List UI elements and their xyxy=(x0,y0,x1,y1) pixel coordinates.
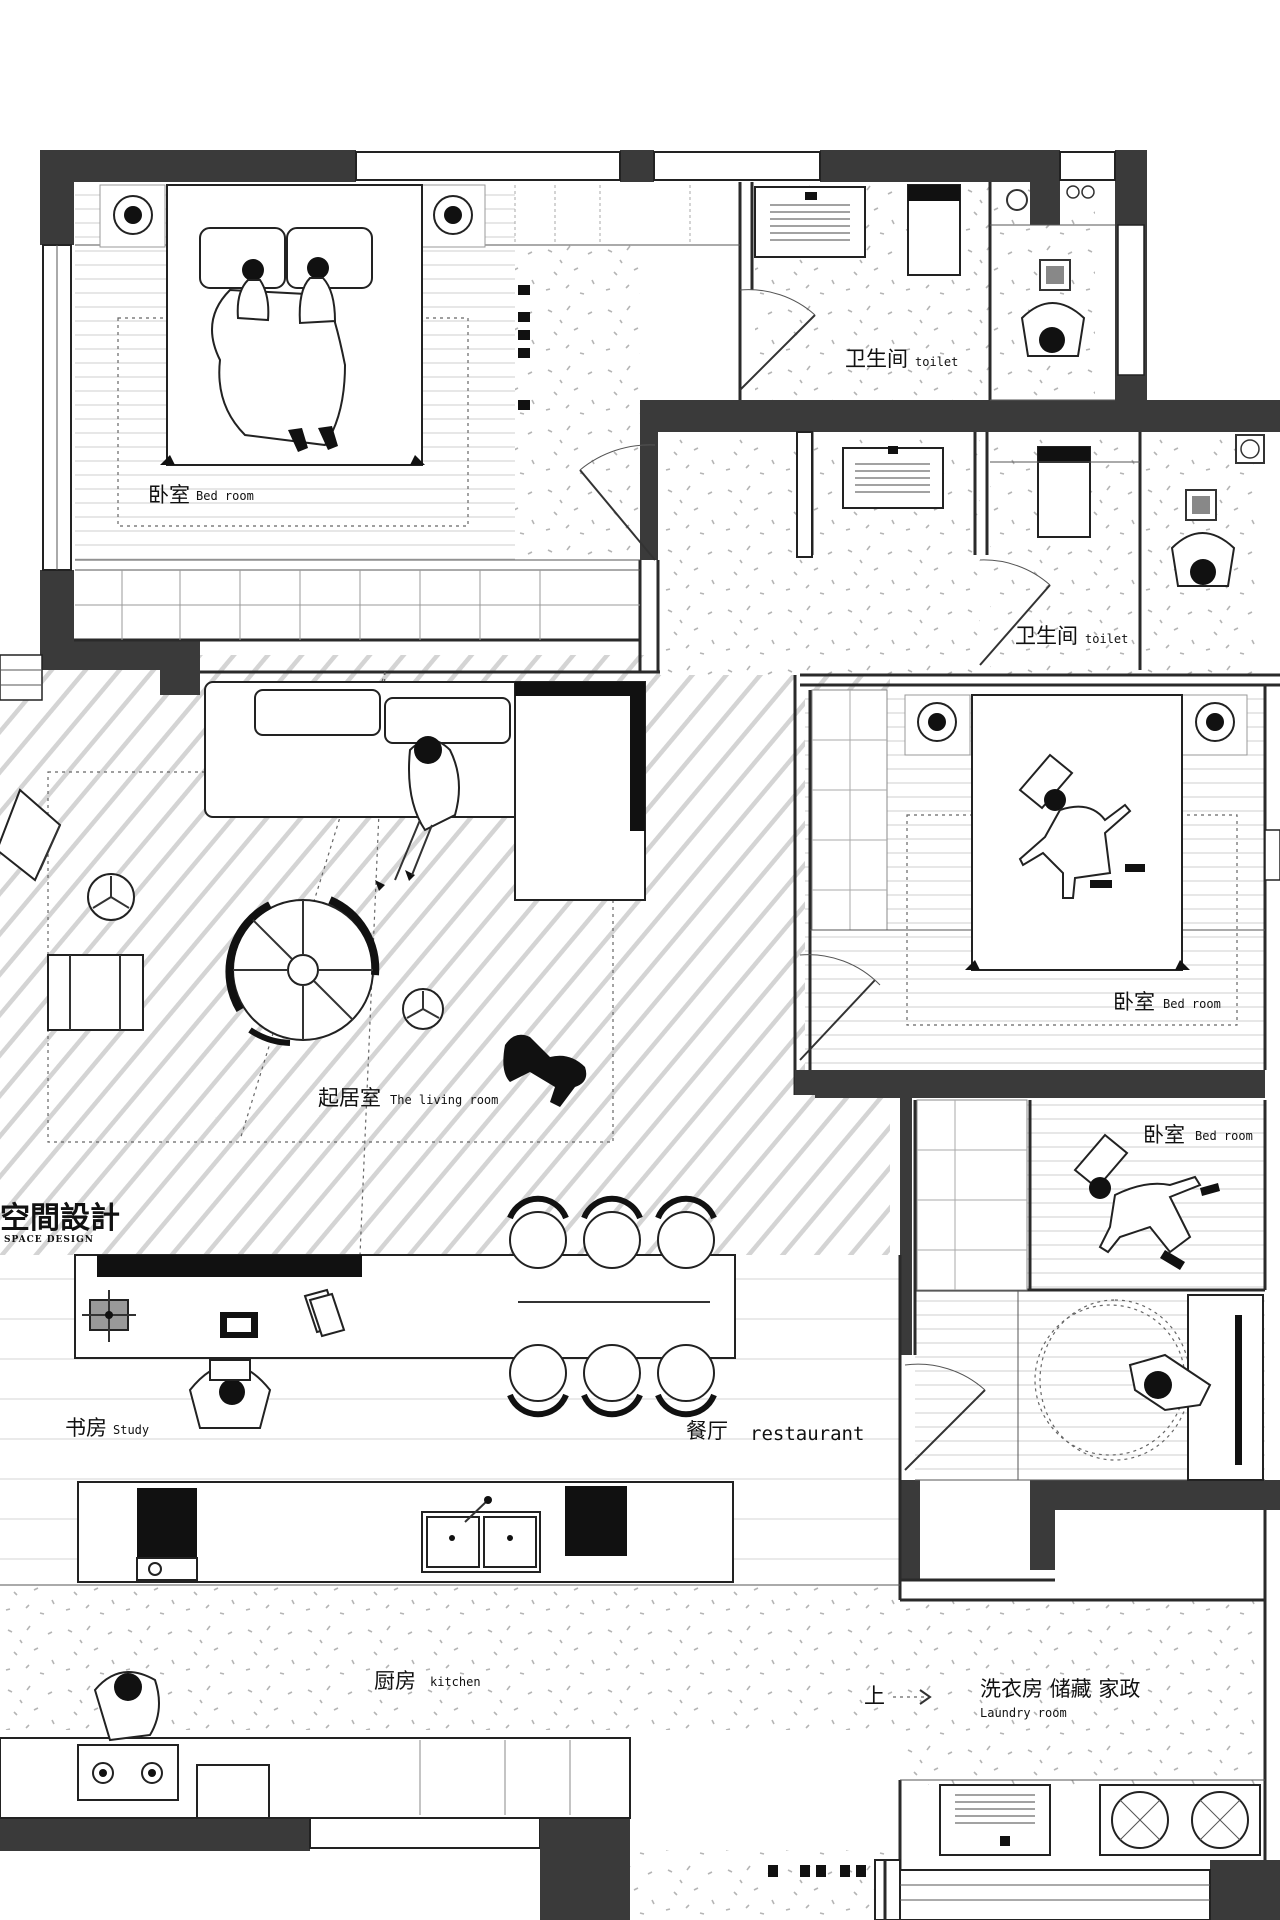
design-logo: 空間設計 SPACE DESIGN xyxy=(0,1201,120,1245)
study-chair xyxy=(188,1359,272,1429)
laundry-label-zh: 洗衣房 储藏 家政 xyxy=(980,1677,1140,1701)
bedroom-2: 卧室 Bed room xyxy=(810,689,1265,1026)
stairs-up-label: 上 xyxy=(864,1684,885,1708)
dining-label-zh: 餐厅 xyxy=(686,1419,728,1443)
study-label-zh: 书房 xyxy=(65,1416,107,1440)
toilet1-label-en: toilet xyxy=(915,355,958,369)
desk-lamp-icon xyxy=(82,1290,136,1342)
laundry-room: 洗衣房 储藏 家政 Laundry room 上 xyxy=(864,1677,1265,1856)
master-bedroom-label-zh: 卧室 xyxy=(148,483,190,507)
master-bedroom: 卧室 Bed room xyxy=(75,184,740,640)
toilet1-label-zh: 卫生间 xyxy=(845,347,908,371)
dog-silhouette xyxy=(503,1034,587,1107)
study-label-en: Study xyxy=(113,1423,149,1437)
toilet-2: 卫生间 toilet xyxy=(796,431,1265,648)
master-bedroom-label-en: Bed room xyxy=(196,489,254,503)
bedroom3-label-zh: 卧室 xyxy=(1143,1123,1185,1147)
toilet2-label-zh: 卫生间 xyxy=(1015,624,1078,648)
dining-chairs xyxy=(507,1195,717,1418)
dining-label-en: restaurant xyxy=(750,1423,864,1445)
logo-sub: SPACE DESIGN xyxy=(4,1235,94,1245)
kitchen-label-en: kitchen xyxy=(430,1675,481,1689)
walls xyxy=(0,150,1280,1920)
bedroom3-label-en: Bed room xyxy=(1195,1129,1253,1143)
cook-figure xyxy=(93,1671,160,1742)
kitchen: 厨房 kitchen xyxy=(0,1481,900,1819)
side-table-1 xyxy=(87,873,135,921)
laundry-label-en: Laundry room xyxy=(980,1706,1067,1720)
side-table-2 xyxy=(402,988,444,1030)
bedroom2-label-en: Bed room xyxy=(1163,997,1221,1011)
bedroom-3: 卧室 Bed room xyxy=(915,1099,1265,1481)
bedroom2-label-zh: 卧室 xyxy=(1113,990,1155,1014)
doors xyxy=(579,289,1051,1471)
living-room: 起居室 The living room xyxy=(0,671,646,1256)
armchair-top xyxy=(0,788,62,882)
toilet2-label-en: toilet xyxy=(1085,632,1128,646)
living-label-en: The living room xyxy=(390,1093,498,1107)
round-coffee-table xyxy=(225,896,380,1046)
kitchen-label-zh: 厨房 xyxy=(374,1669,416,1693)
study-dining: 书房 Study 餐厅 restaurant xyxy=(65,1195,864,1445)
armchair-bottom xyxy=(47,954,144,1031)
logo-main: 空間設計 xyxy=(0,1201,120,1236)
toilet-1: 卫生间 toilet xyxy=(754,184,1115,401)
living-label-zh: 起居室 xyxy=(318,1086,381,1110)
